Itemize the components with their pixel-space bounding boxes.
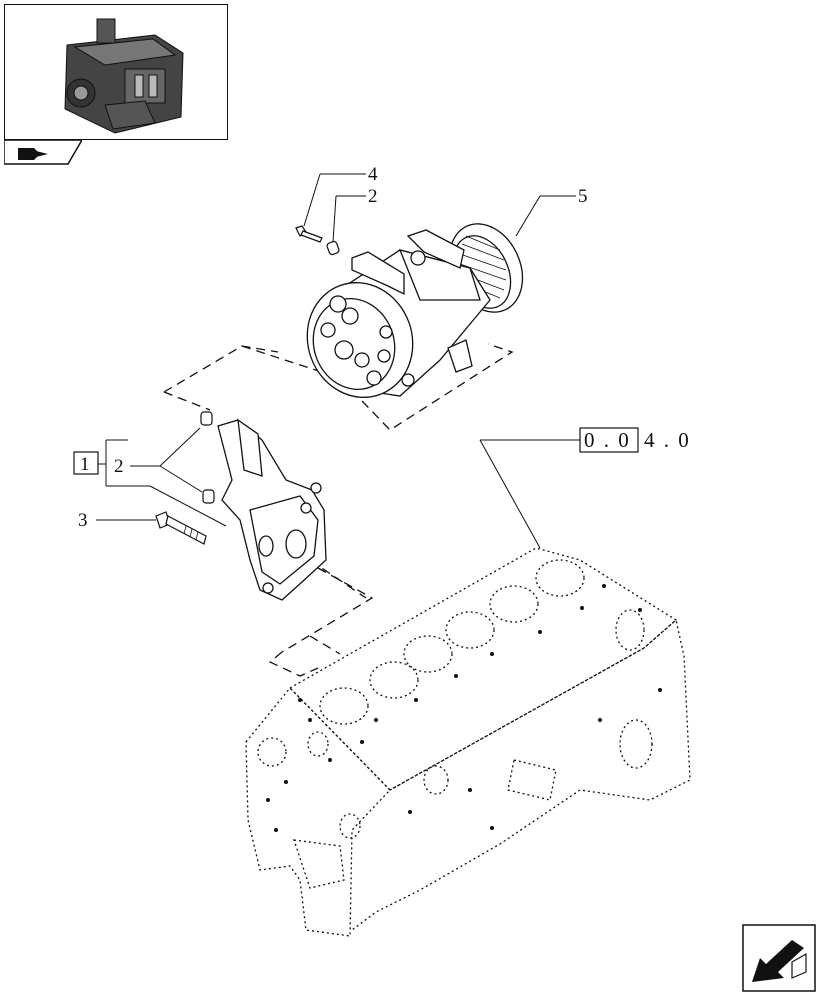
previous-page-arrow-icon <box>742 924 816 992</box>
engine-thumbnail-icon <box>64 18 184 134</box>
previous-page-button[interactable] <box>742 924 816 992</box>
engine-thumbnail[interactable] <box>4 4 228 140</box>
callout-1-box <box>73 451 99 475</box>
reference-rest-text: 4 . 0 <box>644 428 691 452</box>
callout-4: 4 <box>368 164 378 185</box>
callout-3: 3 <box>78 510 88 531</box>
callout-1: 1 <box>80 454 90 475</box>
callout-5: 5 <box>578 186 588 207</box>
reference-box <box>579 427 639 453</box>
callout-2-top: 2 <box>368 186 378 207</box>
callout-2-left: 2 <box>114 456 124 477</box>
book-arrow-icon <box>4 140 82 165</box>
reference-boxed-text: 0 . 0 <box>584 428 631 452</box>
